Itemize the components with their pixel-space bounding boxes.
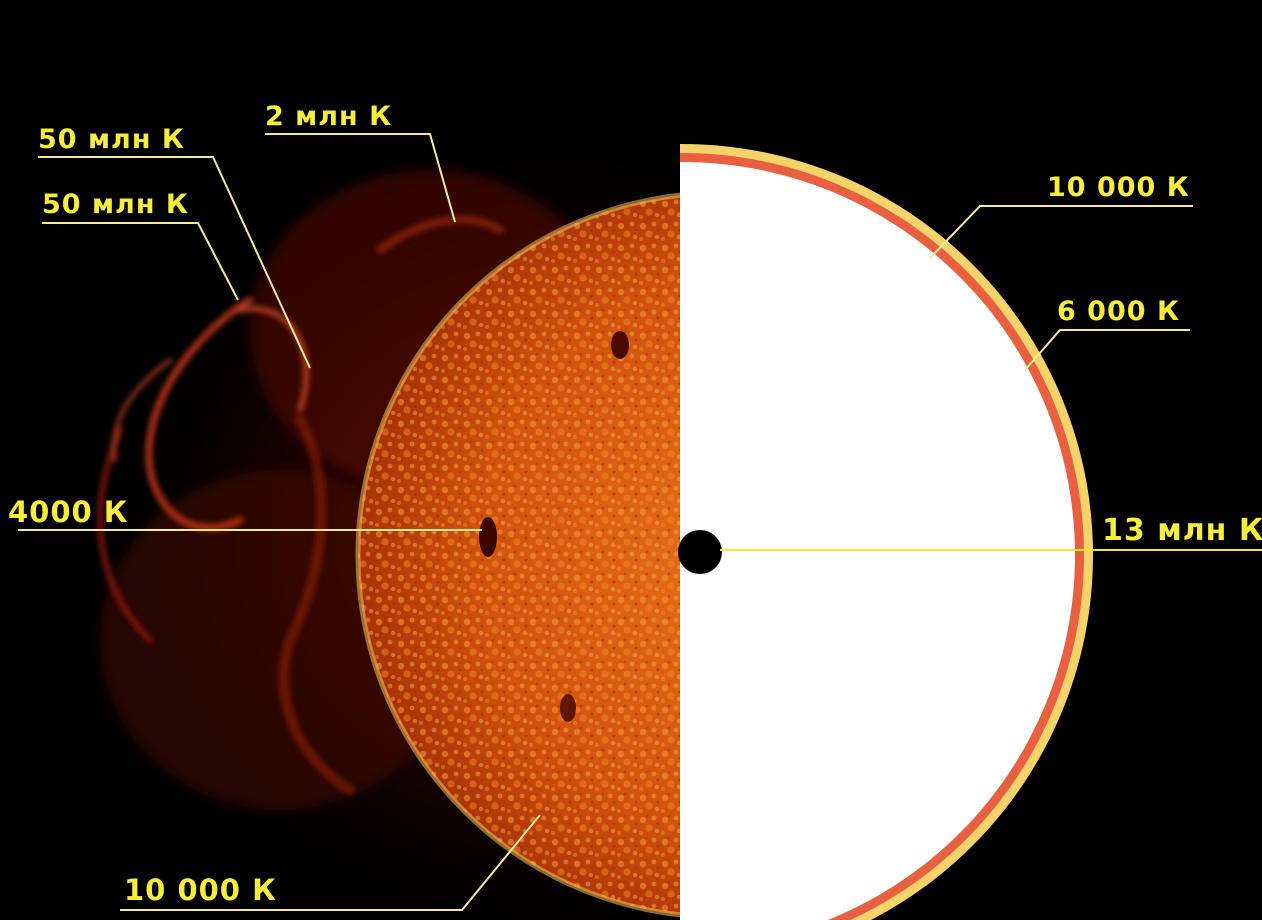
sunspot — [560, 694, 576, 722]
label-corona: 2 млн К — [265, 101, 392, 132]
sunspot — [611, 331, 629, 359]
leader-line-chromosphere — [929, 205, 1193, 259]
label-flare-a: 50 млн К — [38, 124, 185, 155]
prominence-loops — [97, 215, 504, 795]
label-photosphere: 6 000 К — [1057, 296, 1180, 327]
sun-surface — [355, 192, 680, 918]
label-flare-b: 50 млн К — [42, 189, 189, 220]
solar-interior — [680, 162, 1075, 920]
leader-line-flare-a — [38, 156, 311, 369]
temperature-labels: 50 млн К 50 млн К 2 млн К 10 000 К 6 000… — [8, 101, 1262, 907]
leader-line-flare-b — [42, 222, 239, 301]
leader-line-corona — [265, 133, 456, 223]
leader-lines — [18, 133, 1262, 911]
sunspots — [479, 331, 629, 722]
solar-core — [678, 530, 722, 574]
label-chromosphere: 10 000 К — [1047, 172, 1190, 203]
label-core: 13 млн К — [1102, 513, 1262, 548]
label-granule: 10 000 К — [124, 873, 277, 907]
label-sunspot: 4000 К — [8, 495, 129, 529]
leader-line-photosphere — [1024, 329, 1190, 371]
leader-line-granule — [120, 814, 541, 911]
sunspot — [479, 517, 497, 557]
sun-cutaway — [680, 144, 1093, 920]
